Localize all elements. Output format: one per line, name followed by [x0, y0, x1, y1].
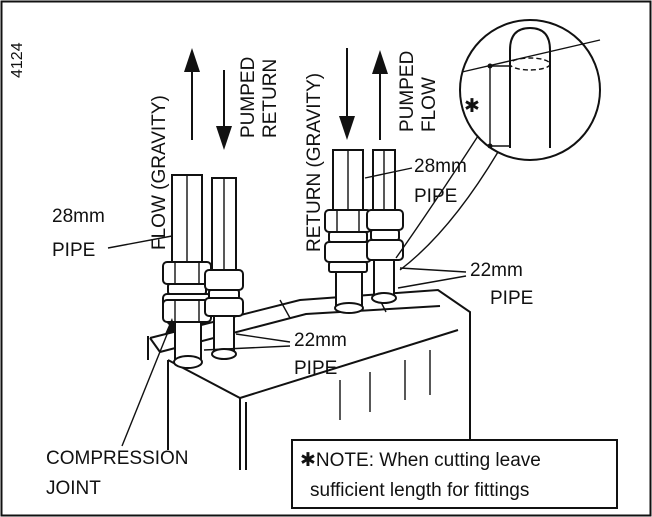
- pipe-22mm-right-label-2: PIPE: [490, 288, 533, 309]
- return-gravity-label: RETURN (GRAVITY): [304, 73, 325, 252]
- note-line-1: NOTE: When cutting leave: [316, 450, 541, 471]
- compression-nut: [162, 261, 212, 285]
- pumped-return-label-line1: PUMPED: [238, 57, 259, 138]
- pipe-28mm-right-label-2: PIPE: [414, 186, 457, 207]
- note-asterisk: ✱: [300, 450, 316, 471]
- pipe-28mm-left-label: 28mm: [52, 206, 105, 227]
- flow-arrows: [184, 48, 388, 150]
- cut-length-detail-magnifier: ✱: [395, 19, 601, 271]
- compression-joint-label: COMPRESSION: [46, 448, 189, 469]
- pipe-28mm-left-label-2: PIPE: [52, 240, 95, 261]
- compression-joint-label-2: JOINT: [46, 478, 101, 499]
- pumped-flow-label-line1: PUMPED: [397, 51, 418, 132]
- note-line-2: sufficient length for fittings: [310, 480, 529, 501]
- pipe-28mm-right-label: 28mm: [414, 156, 467, 177]
- pumped-return-label-line2: RETURN: [260, 59, 281, 138]
- left-pipe-pair: [162, 174, 244, 369]
- right-pipe-pair: [324, 149, 404, 314]
- note-box: ✱NOTE: When cutting leave sufficient len…: [291, 439, 618, 509]
- svg-text:✱NOTE: When cutting leave: ✱NOTE: When cutting leave: [300, 450, 541, 471]
- detail-asterisk: ✱: [464, 96, 480, 117]
- pumped-flow-label-line2: FLOW: [419, 77, 440, 132]
- pipe-22mm-mid-label: 22mm: [294, 330, 347, 351]
- pipe-22mm-right-label: 22mm: [470, 260, 523, 281]
- flow-gravity-label: FLOW (GRAVITY): [149, 95, 170, 250]
- boiler-casing: [147, 288, 471, 470]
- figure-number: 4124: [9, 42, 26, 78]
- pipe-22mm-mid-label-2: PIPE: [294, 358, 337, 379]
